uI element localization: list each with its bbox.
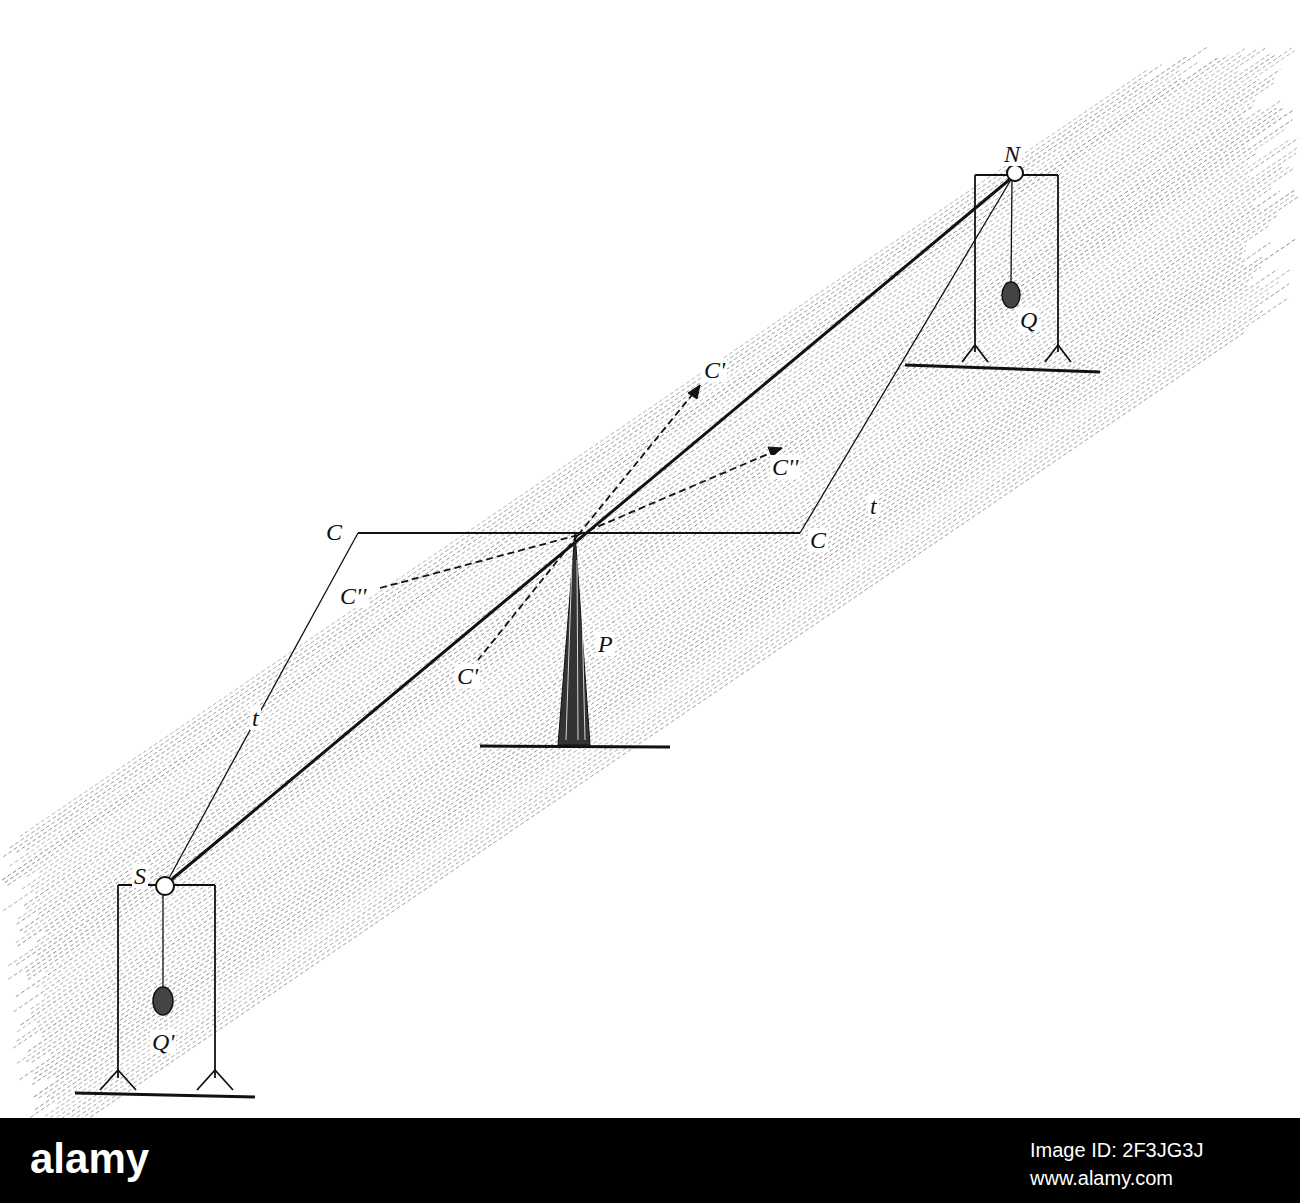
hatch-line: [39, 267, 1261, 1098]
hatch-line: [32, 215, 1278, 1062]
image-id: Image ID: 2F3JG3J: [1030, 1140, 1203, 1160]
hatch-line: [44, 176, 1250, 996]
hatch-line: [35, 286, 1247, 1110]
hatch-line: [8, 55, 1229, 885]
hatch-line: [35, 53, 1271, 894]
force-label: C': [702, 358, 727, 382]
hatch-line: [16, 152, 1258, 996]
hatch-line: [21, 167, 1283, 1025]
watermark-url: www.alamy.com: [1030, 1168, 1173, 1188]
hatch-line: [17, 194, 1296, 1064]
hatch-line: [13, 204, 1255, 1048]
hatch-line: [17, 166, 1290, 1032]
force-label: C'': [770, 455, 800, 479]
hatch-line: [17, 188, 1272, 1041]
hatch-line: [46, 116, 1245, 931]
hatch-line: [26, 109, 1295, 972]
hatch-line: [32, 243, 1270, 1085]
hatch-line: [51, 226, 1269, 1054]
hatch-line: [34, 239, 1295, 1097]
weight-label: Q: [1018, 308, 1039, 332]
hatch-line: [20, 269, 1278, 1125]
hatch-line: [56, 310, 1264, 1132]
force-label: C'': [338, 584, 368, 608]
hatch-line: [26, 46, 1208, 850]
hatch-line: [22, 48, 1258, 889]
hatch-line: [56, 257, 1262, 1077]
hatch-line: [24, 83, 1274, 933]
hatch-line: [20, 70, 1147, 836]
hatched-band: [2, 46, 1299, 1153]
hatch-line: [2, 78, 1181, 880]
hatch-line: [16, 108, 1276, 965]
apparatus: [75, 165, 1100, 1097]
hatch-line: [37, 107, 1284, 955]
hatch-line: [3, 70, 1239, 910]
needle-end-label: C: [808, 528, 828, 552]
weight-label: Q': [150, 1030, 176, 1054]
hatch-line: [47, 277, 1253, 1097]
hatch-line: [20, 246, 1247, 1080]
thread-label: t: [250, 706, 261, 730]
hatch-line: [57, 293, 1269, 1117]
hatch-line: [37, 331, 1247, 1154]
hatch-line: [8, 116, 1278, 980]
hatch-line: [47, 264, 1245, 1079]
hatch-line: [24, 54, 1276, 905]
hatch-line: [37, 168, 1295, 1023]
hatch-line: [26, 48, 1292, 909]
hatch-line: [22, 61, 1199, 862]
hatch-line: [53, 297, 1289, 1138]
hatch-line: [37, 109, 1262, 942]
hatch-line: [42, 191, 1279, 1032]
stand-label: P: [596, 632, 615, 656]
point-label: N: [1002, 142, 1022, 166]
hatch-line: [28, 311, 1255, 1145]
hatch-line: [34, 257, 1242, 1079]
needle-end-label: C: [324, 520, 344, 544]
hatch-line: [27, 48, 1245, 876]
watermark-logo: alamy: [30, 1138, 149, 1180]
hatch-line: [39, 280, 1281, 1124]
hatch-line: [38, 69, 1280, 914]
hatch-line: [45, 130, 1284, 973]
hatch-line: [9, 70, 1180, 866]
hatch-line: [39, 54, 1243, 873]
watermark-bar: [0, 1118, 1300, 1203]
hatch-line: [31, 48, 1265, 887]
hatch-line: [5, 57, 1219, 882]
hatch-line: [45, 270, 1290, 1116]
hatch-line: [31, 153, 1296, 1013]
hatch-line: [17, 105, 1254, 946]
hatch-line: [34, 284, 1289, 1137]
hatch-line: [35, 250, 1246, 1073]
hatch-line: [42, 208, 1262, 1038]
hatch-line: [20, 78, 1274, 931]
hatch-line: [26, 197, 1298, 1062]
force-label: C': [455, 664, 480, 688]
hatch-line: [27, 146, 1248, 976]
hatch-line: [18, 51, 1295, 919]
point-label: S: [132, 864, 148, 888]
hatch-line: [43, 139, 1290, 987]
hatch-line: [8, 101, 1280, 966]
hatch-line: [57, 285, 1260, 1103]
hatch-line: [14, 138, 1299, 1012]
hatch-line: [28, 190, 1296, 1052]
hatch-line: [3, 81, 1143, 857]
hatch-line: [16, 100, 1256, 943]
hatch-line: [28, 120, 1293, 980]
hatch-line: [16, 79, 1259, 924]
thread-label: t: [868, 494, 879, 518]
hatch-line: [31, 148, 1297, 1009]
hatch-line: [36, 163, 1248, 987]
